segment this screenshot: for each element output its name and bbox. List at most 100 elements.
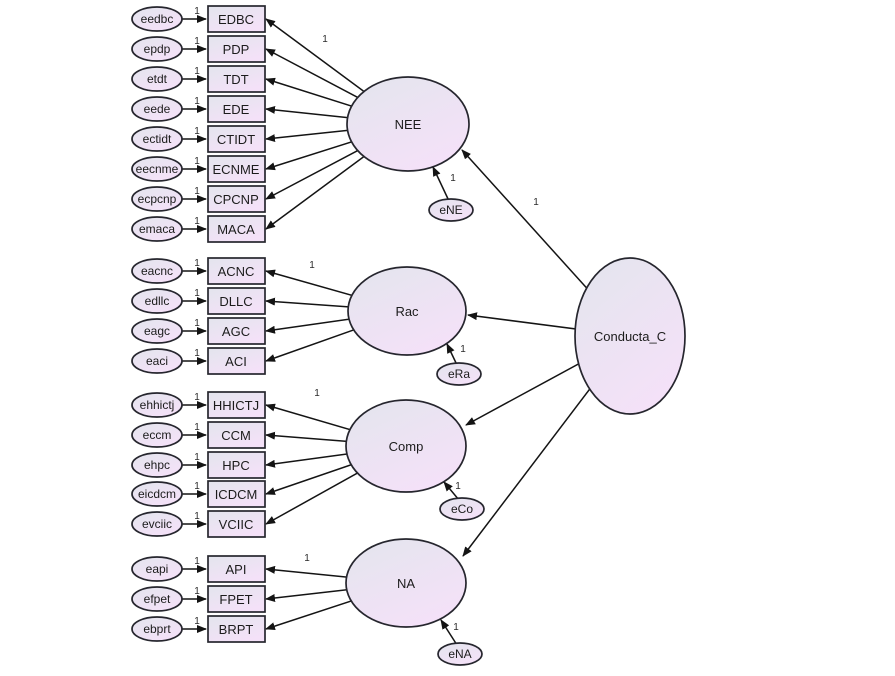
indicator-box: [207, 585, 266, 613]
fixed-loading-label: 1: [194, 36, 200, 47]
indicator-box: [207, 391, 266, 419]
indicator-box: [207, 317, 266, 345]
error-term-ellipse: [131, 318, 183, 344]
error-to-factor-path-ena: [440, 619, 458, 646]
latent-factor-label: Rac: [395, 304, 419, 319]
indicator-label: CPCNP: [213, 192, 259, 207]
latent-factor-ellipse-comp: [345, 399, 467, 493]
error-term-label: efpet: [144, 592, 171, 606]
indicator-label: EDBC: [218, 12, 254, 27]
error-term-label: eapi: [146, 562, 169, 576]
error-term-ellipse: [131, 348, 183, 374]
error-term-label: etdt: [147, 72, 168, 86]
error-term-ellipse: [131, 216, 183, 242]
indicator-label: HPC: [222, 458, 249, 473]
indicator-label: BRPT: [219, 622, 254, 637]
second-order-factor-label: Conducta_C: [594, 329, 666, 344]
fixed-loading-label: 1: [194, 288, 200, 299]
error-term-ellipse: [131, 36, 183, 62]
fixed-loading-label: 1: [194, 511, 200, 522]
indicator-box: [207, 257, 266, 285]
fixed-loading-label: 1: [194, 96, 200, 107]
fixed-loading-label: 1: [194, 156, 200, 167]
indicator-box: [207, 125, 266, 153]
error-term-ellipse: [131, 452, 183, 478]
error-term-ellipse: [131, 258, 183, 284]
error-term-ellipse: [131, 556, 183, 582]
error-term-label: eicdcm: [138, 487, 176, 501]
indicator-label: FPET: [219, 592, 252, 607]
indicator-label: PDP: [223, 42, 250, 57]
factor-error-ellipse-ena: [437, 642, 483, 666]
latent-factor-ellipse-nee: [346, 76, 470, 172]
indicator-box: [207, 287, 266, 315]
fixed-loading-label: 1: [194, 481, 200, 492]
error-term-ellipse: [131, 481, 183, 507]
error-term-label: evciic: [142, 517, 172, 531]
latent-factor-ellipse-rac: [347, 266, 467, 356]
fixed-loading-label: 1: [460, 344, 466, 355]
error-term-label: eede: [144, 102, 171, 116]
fixed-loading-label: 1: [194, 348, 200, 359]
fixed-loading-label: 1: [322, 34, 328, 45]
indicator-box: [207, 35, 266, 63]
fixed-loading-label: 1: [194, 258, 200, 269]
latent-factor-ellipse-conducta: [574, 257, 686, 415]
error-term-label: eedbc: [141, 12, 174, 26]
factor-error-label: eCo: [451, 502, 473, 516]
latent-factor-label: Comp: [389, 439, 424, 454]
shapes-layer: [131, 5, 686, 666]
fixed-loading-label: 1: [194, 556, 200, 567]
indicator-box: [207, 480, 266, 508]
fixed-loading-label: 1: [194, 586, 200, 597]
indicator-label: API: [226, 562, 247, 577]
indicator-box: [207, 95, 266, 123]
error-term-label: eecnme: [136, 162, 179, 176]
labels-layer: eedbc epdp etdt eede ectidt eecnme ecpcn…: [136, 6, 666, 661]
indicator-box: [207, 510, 266, 538]
indicator-label: DLLC: [219, 294, 252, 309]
error-term-label: epdp: [144, 42, 171, 56]
indicator-label: MACA: [217, 222, 255, 237]
error-term-label: ecpcnp: [138, 192, 177, 206]
indicator-label: ACI: [225, 354, 247, 369]
indicator-label: TDT: [223, 72, 248, 87]
error-term-ellipse: [131, 586, 183, 612]
error-term-ellipse: [131, 288, 183, 314]
latent-factor-label: NA: [397, 576, 415, 591]
indicator-box: [207, 155, 266, 183]
error-term-ellipse: [131, 96, 183, 122]
error-term-ellipse: [131, 616, 183, 642]
fixed-loading-label: 1: [314, 388, 320, 399]
fixed-loading-label: 1: [194, 216, 200, 227]
indicator-box: [207, 615, 266, 643]
indicator-label: ICDCM: [215, 487, 258, 502]
error-term-label: edllc: [145, 294, 170, 308]
error-term-label: ectidt: [143, 132, 172, 146]
error-term-ellipse: [131, 156, 183, 182]
indicator-label: EDE: [223, 102, 250, 117]
fixed-loading-label: 1: [450, 173, 456, 184]
indicator-label: CCM: [221, 428, 251, 443]
error-term-label: eacnc: [141, 264, 173, 278]
error-to-factor-path-era: [446, 343, 458, 366]
fixed-loading-label: 1: [194, 422, 200, 433]
error-to-factor-path-eco: [443, 481, 460, 501]
fixed-loading-label: 1: [194, 66, 200, 77]
factor-error-ellipse-ene: [428, 198, 474, 222]
error-term-label: emaca: [139, 222, 175, 236]
fixed-loading-label: 1: [194, 616, 200, 627]
fixed-loading-label: 1: [194, 126, 200, 137]
indicator-label: VCIIC: [219, 517, 254, 532]
fixed-loading-label: 1: [194, 186, 200, 197]
latent-factor-ellipse-na: [345, 538, 467, 628]
factor-error-label: eNE: [439, 203, 462, 217]
indicator-label: ACNC: [218, 264, 255, 279]
indicator-box: [207, 185, 266, 213]
error-to-factor-path-ene: [432, 166, 450, 202]
fixed-loading-label: 1: [194, 452, 200, 463]
error-term-ellipse: [131, 66, 183, 92]
error-term-ellipse: [131, 511, 183, 537]
error-term-ellipse: [131, 6, 183, 32]
